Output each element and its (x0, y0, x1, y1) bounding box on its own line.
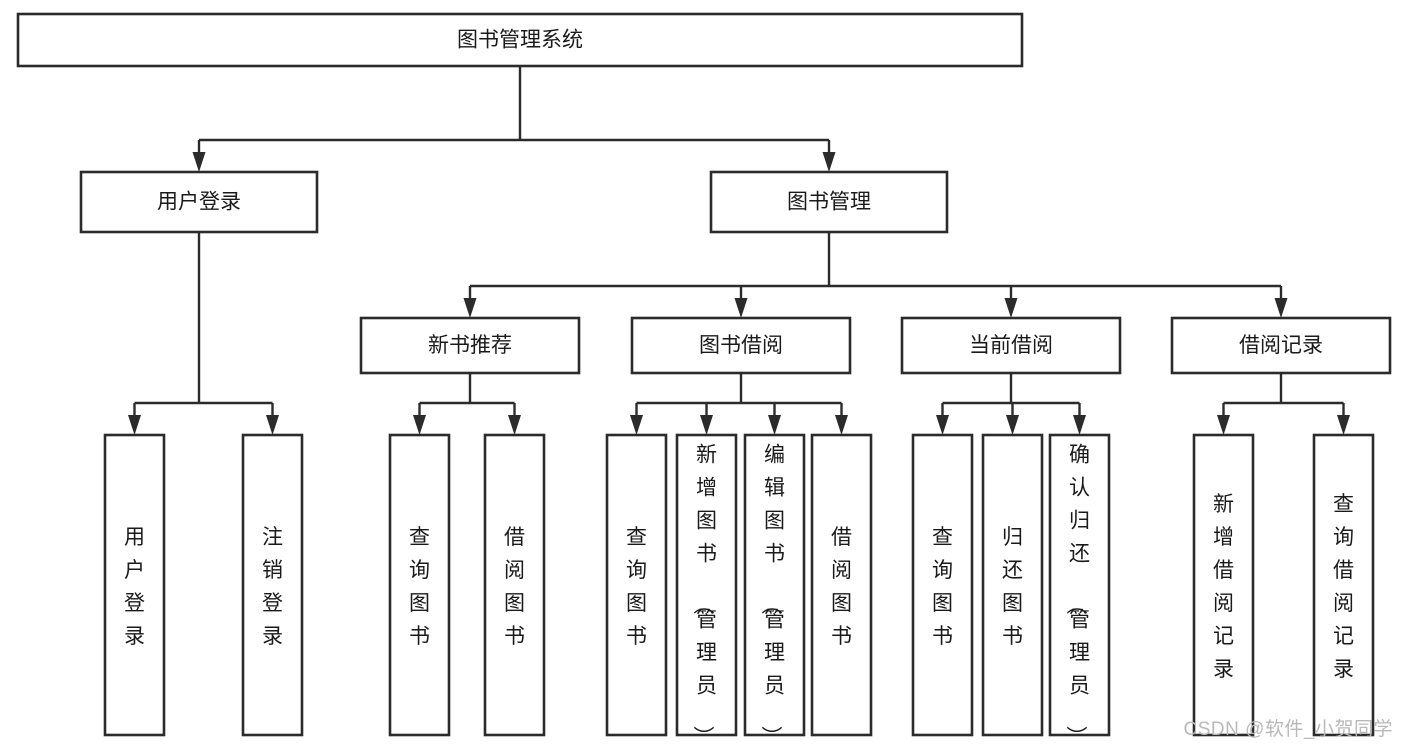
node-leaf-query-book-1[interactable]: 查询图书查询图书 (0, 0, 451, 737)
node-leaf-add-borrow-record[interactable]: 新增借阅记录新增借阅记录 (0, 0, 1255, 737)
node-box-book-borrow (630, 316, 852, 375)
node-book-manage[interactable]: 图书管理 (709, 170, 949, 234)
node-box-book-manage (709, 170, 949, 234)
node-label-leaf-query-borrow-record: 查询借阅记录 (1333, 493, 1354, 681)
node-leaf-query-book-3[interactable]: 查询图书 查询图书 (0, 0, 974, 737)
node-box-leaf-user-logout (241, 433, 304, 737)
node-leaf-user-login[interactable]: 用户登录用户登录 (0, 0, 166, 737)
arrow-head-icon (822, 152, 836, 172)
arrow-head-icon (1274, 298, 1288, 318)
node-box-leaf-return-book (981, 433, 1044, 737)
node-box-leaf-edit-book-admin (743, 433, 806, 737)
arrow-head-icon (1073, 415, 1086, 435)
node-label-leaf-user-login: 用户登录 (124, 526, 145, 648)
arrow-head-icon (413, 415, 426, 435)
edge-group-root (192, 66, 836, 172)
node-box-borrow-record (1170, 316, 1392, 375)
node-label-borrow-record: 借阅记录 (1239, 334, 1323, 357)
watermark-text: CSDN @软件_小贺同学 (1183, 719, 1393, 740)
arrow-head-icon (1004, 298, 1018, 318)
node-box-leaf-query-book-2 (605, 433, 668, 737)
edge-group-new-book-recommend (413, 373, 521, 435)
node-box-leaf-query-borrow-record (1312, 433, 1375, 737)
arrow-head-icon (768, 415, 781, 435)
node-label-current-borrow: 当前借阅 (969, 334, 1053, 357)
node-root[interactable]: 图书管理系统 (16, 12, 1024, 68)
arrow-head-icon (266, 415, 279, 435)
node-label-leaf-borrow-book-2: 借阅图书 (831, 526, 852, 648)
node-label-leaf-query-book-1: 查询图书 (409, 526, 430, 648)
node-label-leaf-confirm-return-admin: 确认归还（管理员） (1064, 444, 1090, 747)
node-leaf-borrow-book-2[interactable]: 借阅图书 借阅图书 (0, 0, 873, 737)
node-leaf-query-book-2[interactable]: 查询图书 查询图书 (0, 0, 668, 737)
edge-group-current-borrow (936, 373, 1086, 435)
node-label-new-book-recommend: 新书推荐 (428, 334, 512, 357)
edge-group-borrow-record (1217, 373, 1350, 435)
node-label-leaf-user-logout: 注销登录 (262, 526, 283, 648)
node-label-book-manage: 图书管理 (787, 191, 871, 214)
node-label-leaf-query-book-3: 查询图书 (932, 526, 953, 648)
arrow-head-icon (128, 415, 141, 435)
arrow-head-icon (1337, 415, 1350, 435)
node-label-leaf-add-book-admin: 新增图书（管理员） (691, 444, 717, 747)
node-box-leaf-add-book-admin (675, 433, 738, 737)
arrow-head-icon (936, 415, 949, 435)
node-label-book-borrow: 图书借阅 (699, 334, 783, 357)
arrow-head-icon (1217, 415, 1230, 435)
node-label-leaf-return-book: 归还图书 (1002, 526, 1023, 648)
node-box-leaf-user-login (103, 433, 166, 737)
arrow-head-icon (700, 415, 713, 435)
node-label-leaf-edit-book-admin: 编辑图书（管理员） (759, 444, 785, 747)
node-leaf-confirm-return-admin[interactable]: 确认归还（管理员）确认归还（管理员） (0, 0, 1111, 747)
edge-group-book-manage (463, 232, 1288, 318)
node-leaf-add-book-admin[interactable]: 新增图书（管理员）新增图书（管理员） (0, 0, 738, 747)
node-new-book-recommend[interactable]: 新书推荐 (359, 316, 581, 375)
arrow-head-icon (630, 415, 643, 435)
node-label-root: 图书管理系统 (457, 29, 583, 52)
node-box-leaf-borrow-book-2 (810, 433, 873, 737)
arrow-head-icon (192, 152, 206, 172)
node-label-leaf-borrow-book-1: 借阅图书 (504, 526, 525, 648)
node-leaf-user-logout[interactable]: 注销登录注销登录 (0, 0, 304, 737)
node-leaf-return-book[interactable]: 归还图书归还图书 (0, 0, 1044, 737)
node-label-user-login: 用户登录 (157, 191, 241, 214)
arrow-head-icon (463, 298, 477, 318)
node-box-new-book-recommend (359, 316, 581, 375)
edge-group-book-borrow (630, 373, 848, 435)
node-label-leaf-query-book-2: 查询图书 (626, 526, 647, 648)
edge-layer (128, 66, 1350, 435)
node-box-user-login (79, 170, 319, 234)
arrow-head-icon (835, 415, 848, 435)
node-book-borrow[interactable]: 图书借阅 (630, 316, 852, 375)
edge-group-user-login (128, 232, 279, 435)
node-box-leaf-confirm-return-admin (1048, 433, 1111, 737)
arrow-head-icon (734, 298, 748, 318)
node-leaf-edit-book-admin[interactable]: 编辑图书（管理员）编辑图书（管理员） (0, 0, 806, 747)
node-box-leaf-query-book-1 (388, 433, 451, 737)
arrow-head-icon (1006, 415, 1019, 435)
node-current-borrow[interactable]: 当前借阅 (900, 316, 1122, 375)
node-leaf-borrow-book-1[interactable]: 借阅图书借阅图书 (0, 0, 546, 737)
node-box-current-borrow (900, 316, 1122, 375)
node-borrow-record[interactable]: 借阅记录 (1170, 316, 1392, 375)
node-box-leaf-borrow-book-1 (483, 433, 546, 737)
node-user-login[interactable]: 用户登录 (79, 170, 319, 234)
node-box-leaf-query-book-3 (911, 433, 974, 737)
node-label-leaf-add-borrow-record: 新增借阅记录 (1213, 493, 1234, 681)
node-box-leaf-add-borrow-record (1192, 433, 1255, 737)
node-leaf-query-borrow-record[interactable]: 查询借阅记录查询借阅记录 (0, 0, 1375, 737)
arrow-head-icon (508, 415, 521, 435)
node-box-root (16, 12, 1024, 68)
